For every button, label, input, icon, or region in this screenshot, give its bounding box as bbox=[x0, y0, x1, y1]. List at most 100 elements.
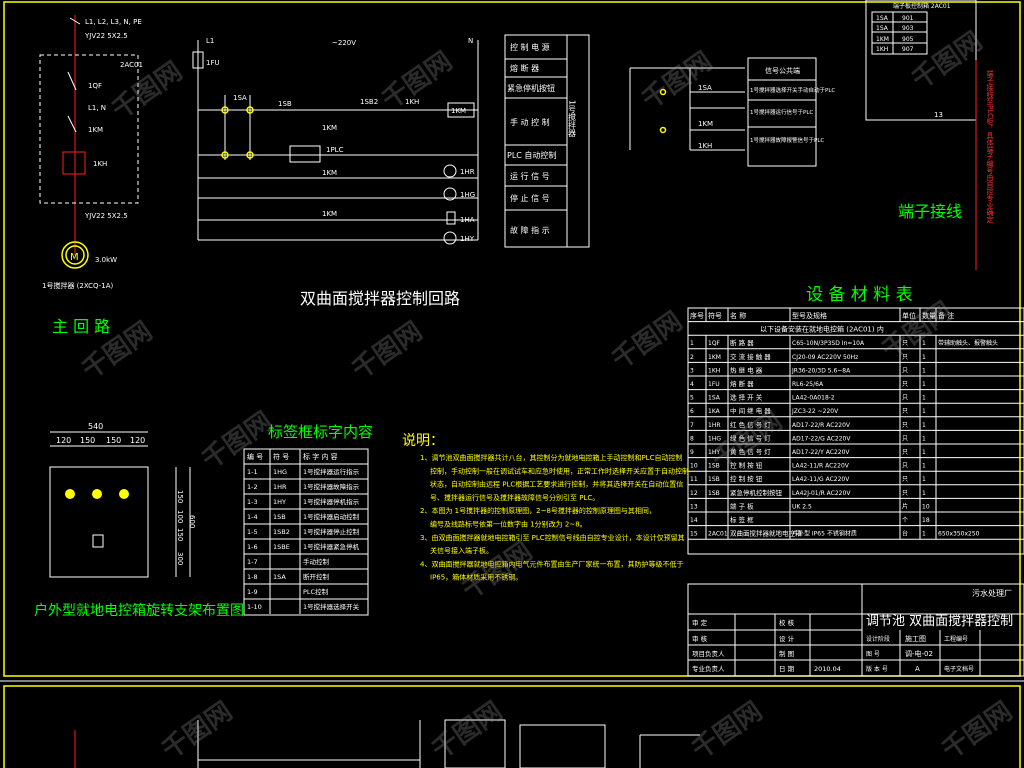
signal-item: 1号搅拌器故障报警信号于PLC bbox=[750, 136, 824, 144]
title-block-cell: 2010.04 bbox=[814, 665, 841, 673]
materials-cell: 1 bbox=[922, 340, 926, 347]
label-table-title: 标签框标字内容 bbox=[268, 423, 373, 441]
title-block-cell: 日 期 bbox=[779, 665, 795, 673]
function-row: 停 止 信 号 bbox=[510, 193, 550, 203]
stage-value: 施工图 bbox=[905, 634, 926, 643]
drawing-no-label: 图 号 bbox=[866, 651, 880, 658]
materials-cell: 只 bbox=[902, 408, 908, 415]
materials-cell: JZC3-22 ~220V bbox=[791, 408, 839, 415]
materials-cell: 只 bbox=[902, 367, 908, 374]
terminal-cell: 1SA bbox=[876, 25, 889, 32]
note-line: 3、由双曲面搅拌器就地电控箱引至 PLC控制信号线由自控专业设计，本设计仅预留其 bbox=[420, 533, 685, 542]
function-side-label: 1号搅拌器 bbox=[568, 100, 577, 138]
label-cell: 1-10 bbox=[247, 603, 262, 611]
contact-label: 1KM bbox=[322, 124, 337, 132]
watermark-text: 千图网 bbox=[937, 696, 1018, 765]
materials-cell: 绿 色 信 号 灯 bbox=[730, 433, 771, 442]
label-cell: PLC控制 bbox=[303, 587, 329, 596]
terminal-cell: 1KH bbox=[876, 46, 888, 53]
materials-cell: 台 bbox=[902, 530, 908, 538]
materials-cell: 只 bbox=[902, 381, 908, 388]
main-km-label: 1KM bbox=[88, 126, 103, 134]
watermark-text: 千图网 bbox=[107, 56, 188, 125]
enclosure-outline bbox=[49, 466, 149, 578]
terminal-cell: 905 bbox=[902, 36, 914, 43]
contactor-symbol bbox=[67, 115, 77, 133]
materials-cell: 只 bbox=[902, 463, 908, 470]
materials-cell: 只 bbox=[902, 476, 908, 483]
materials-cell: 5 bbox=[690, 395, 694, 402]
label-cell: 1-1 bbox=[247, 468, 258, 476]
upper-sheet-frame bbox=[3, 1, 1021, 677]
materials-cell: 1FU bbox=[708, 381, 720, 388]
materials-cell: 熔 断 器 bbox=[730, 379, 754, 388]
materials-cell: 只 bbox=[902, 449, 908, 456]
materials-cell: 1KM bbox=[708, 354, 721, 361]
lamp-icon bbox=[92, 489, 102, 499]
materials-cell: 1 bbox=[690, 340, 694, 347]
materials-cell: 1 bbox=[922, 490, 926, 497]
function-row: 运 行 信 号 bbox=[510, 171, 550, 181]
materials-cell: 18 bbox=[922, 517, 930, 524]
signal-diagram: 1SA 1KM 1KH 信号公共端 1号搅拌器选择开关手动自动于PLC 1号搅拌… bbox=[629, 57, 835, 167]
box-width: 120 bbox=[56, 436, 71, 445]
function-row: PLC 自动控制 bbox=[507, 150, 556, 160]
materials-cell: C65-10N/3P3SD In=10A bbox=[792, 340, 865, 347]
materials-header-cell: 数量 bbox=[922, 311, 936, 320]
label-cell: 1号搅拌器启动控制 bbox=[303, 512, 360, 521]
junction-dot bbox=[246, 106, 254, 114]
materials-cell: 15 bbox=[690, 531, 698, 538]
fu-label-l1: L1 bbox=[206, 37, 214, 45]
terminal-table: 端子板控制箱 2AC01 1SA 901 1SA 903 1KM 905 1KH… bbox=[865, 0, 994, 270]
control-circuit-title: 双曲面搅拌器控制回路 bbox=[300, 289, 460, 308]
box-height: 100 bbox=[176, 510, 184, 523]
materials-cell: 1HR bbox=[708, 422, 721, 429]
materials-cell: 只 bbox=[902, 354, 908, 361]
lamp-label: 1HR bbox=[460, 168, 475, 176]
materials-cell: 1 bbox=[922, 531, 926, 538]
title-block-cell: 校 核 bbox=[779, 618, 795, 627]
materials-cell: 1SB bbox=[708, 476, 720, 483]
box-layout-title: 户外型就地电控箱旋转支架布置图 bbox=[34, 602, 244, 619]
materials-cell: 1SA bbox=[708, 395, 721, 402]
terminal-header: 端子板控制箱 2AC01 bbox=[893, 2, 951, 10]
function-row: 紧急停机按钮 bbox=[507, 83, 555, 93]
motor-symbol bbox=[61, 241, 89, 269]
main-circuit: L1, L2, L3, N, PE YJV22 5X2.5 2AC01 1QF … bbox=[39, 15, 143, 336]
lamp-icon bbox=[119, 489, 129, 499]
materials-cell: 只 bbox=[902, 340, 908, 347]
materials-group-row: 以下设备安装在就地电控箱 (2AC01) 内 bbox=[760, 325, 884, 334]
note-line: 号、搅拌器运行信号及搅拌器故障信号分别引至 PLC。 bbox=[430, 493, 599, 502]
label-cell: 1号搅拌器故障指示 bbox=[303, 482, 360, 491]
box-height-total: 600 bbox=[188, 515, 196, 528]
note-line: 1、调节池双曲面搅拌器共计八台，其控制分为就地电控箱上手动控制和PLC自动控制 bbox=[420, 453, 682, 462]
box-width-total: 540 bbox=[88, 422, 103, 431]
watermark-text: 千图网 bbox=[877, 296, 958, 365]
control-rungs bbox=[198, 95, 478, 241]
box-width: 120 bbox=[130, 436, 145, 445]
contact-label: 1PLC bbox=[326, 146, 344, 154]
box-layout: 540 120 150 150 120 150 100 150 300 600 … bbox=[34, 422, 244, 619]
materials-cell: 片 bbox=[902, 502, 908, 510]
materials-cell: 3 bbox=[690, 367, 694, 374]
label-cell: 1-2 bbox=[247, 483, 258, 491]
title-block-cell: 设 计 bbox=[779, 634, 795, 643]
materials-header-cell: 单位 bbox=[902, 311, 916, 320]
materials-cell: 1 bbox=[922, 367, 926, 374]
breaker-symbol bbox=[67, 71, 77, 91]
materials-header-cell: 序号 bbox=[690, 311, 704, 320]
label-cell: 1-9 bbox=[247, 588, 258, 596]
lamp-label: 1HA bbox=[460, 216, 475, 224]
materials-cell: 1KH bbox=[708, 367, 720, 374]
title-block-cell: 审 定 bbox=[692, 618, 708, 627]
materials-cell: 只 bbox=[902, 490, 908, 497]
note-line: 编号及线路标号依第一位数字由 1分别改为 2~8。 bbox=[430, 520, 587, 529]
materials-cell: 控 制 按 钮 bbox=[730, 461, 763, 470]
motor-power: 3.0kW bbox=[95, 256, 117, 264]
junction-dot bbox=[246, 151, 254, 159]
label-cell: 1-7 bbox=[247, 558, 258, 566]
label-cell: 1-4 bbox=[247, 513, 258, 521]
main-kh-label: 1KH bbox=[93, 160, 107, 168]
label-cell: 1-5 bbox=[247, 528, 258, 536]
